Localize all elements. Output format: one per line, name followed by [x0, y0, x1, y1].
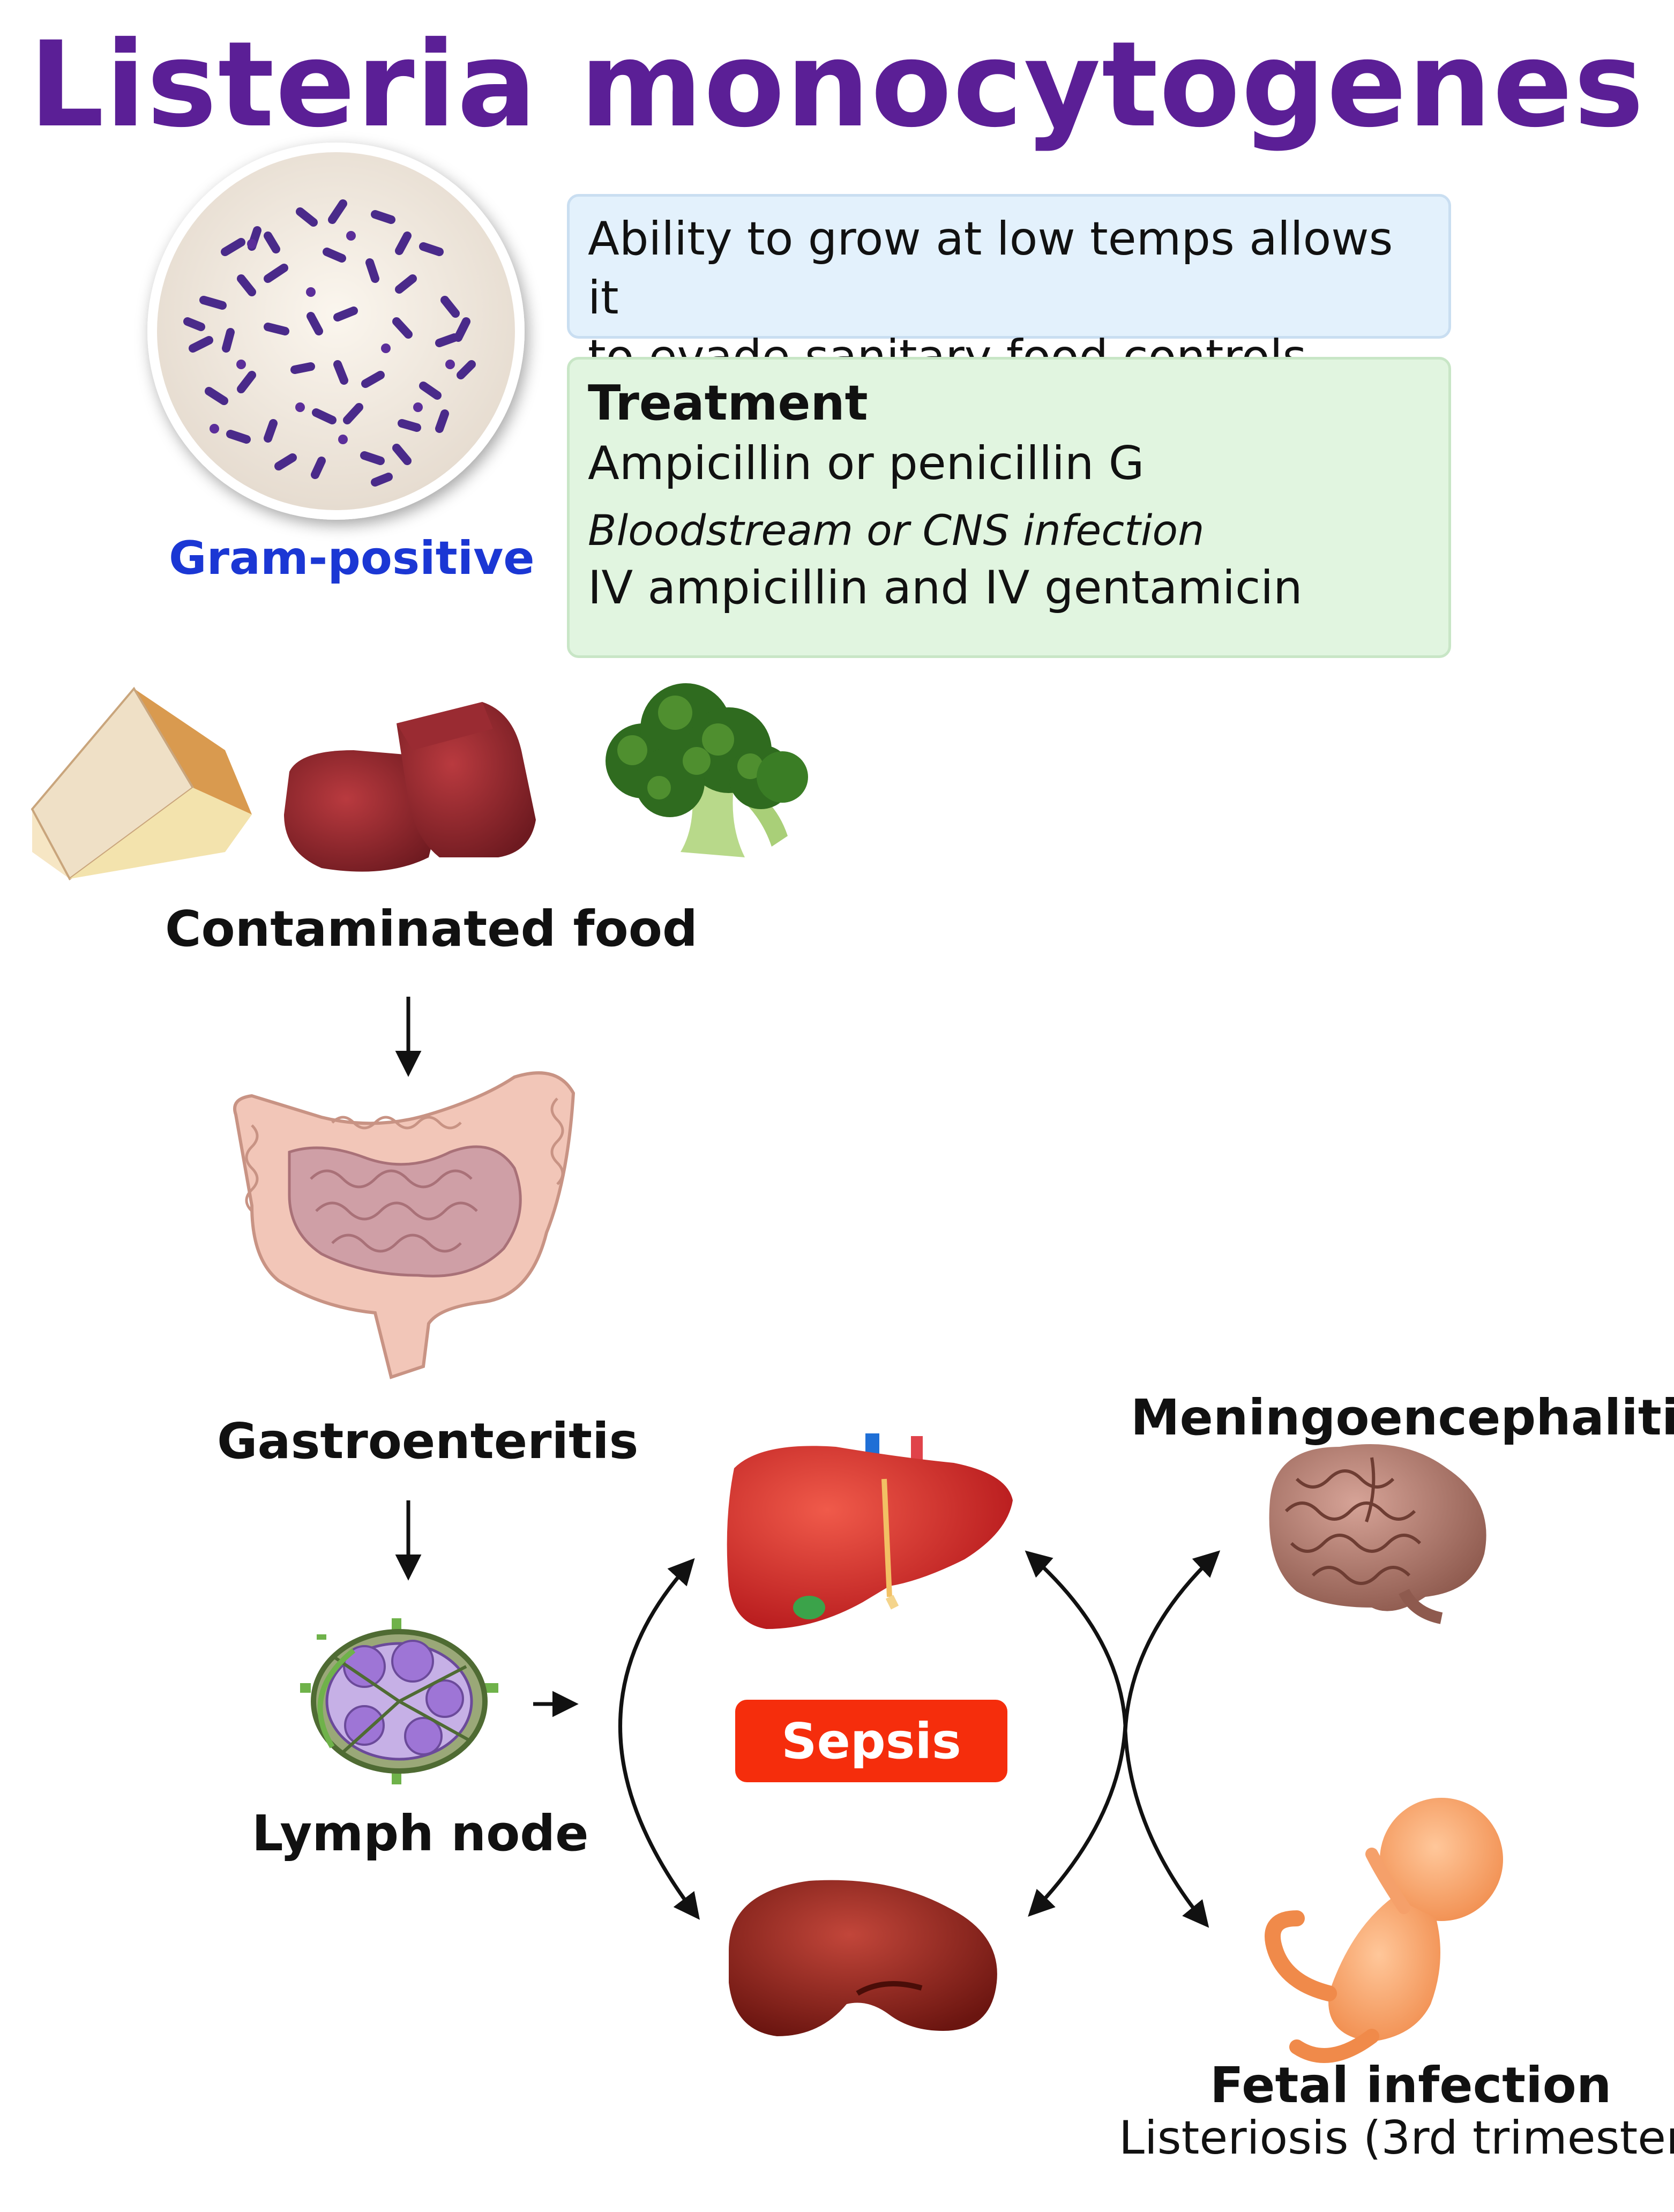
arrow-left-cycle	[618, 1558, 700, 1920]
arrow-outer-cycle	[1123, 1550, 1221, 1928]
contaminated-food-label: Contaminated food	[165, 900, 698, 958]
treatment-note: Bloodstream or CNS infection	[588, 507, 1205, 556]
broccoli-icon	[606, 683, 808, 857]
treatment-box: Treatment Ampicillin or penicillin G Blo…	[567, 357, 1451, 658]
fact-box: Ability to grow at low temps allows it t…	[567, 194, 1451, 384]
intestines-icon	[233, 1071, 576, 1379]
page-title: Listeria monocytogenes	[29, 16, 1645, 153]
gram-stain-micrograph	[147, 143, 525, 520]
meat-icon	[284, 702, 536, 872]
lymph-node-label: Lymph node	[252, 1805, 589, 1862]
gram-positive-label: Gram-positive	[169, 532, 535, 585]
liver-icon	[727, 1433, 1013, 1629]
treatment-title: Treatment	[588, 375, 868, 431]
fact-line-1: Ability to grow at low temps allows it	[588, 212, 1393, 325]
fetal-infection-subtitle: Listeriosis (3rd trimester)	[1119, 2111, 1674, 2165]
gastroenteritis-label: Gastroenteritis	[217, 1413, 639, 1470]
lymph-node-icon	[300, 1618, 498, 1784]
treatment-second-line: IV ampicillin and IV gentamicin	[588, 561, 1303, 615]
cheese-icon	[31, 686, 252, 880]
fetal-infection-label: Fetal infection	[1210, 2057, 1612, 2114]
fetus-icon	[1265, 1798, 1503, 2063]
kidney-icon	[729, 1880, 997, 2036]
sepsis-badge: Sepsis	[735, 1700, 1007, 1782]
arrow-right-cycle	[1025, 1550, 1127, 1917]
treatment-first-line: Ampicillin or penicillin G	[588, 437, 1145, 491]
brain-icon	[1269, 1444, 1486, 1624]
meningoencephalitis-label: Meningoencephalitis	[1131, 1389, 1674, 1446]
